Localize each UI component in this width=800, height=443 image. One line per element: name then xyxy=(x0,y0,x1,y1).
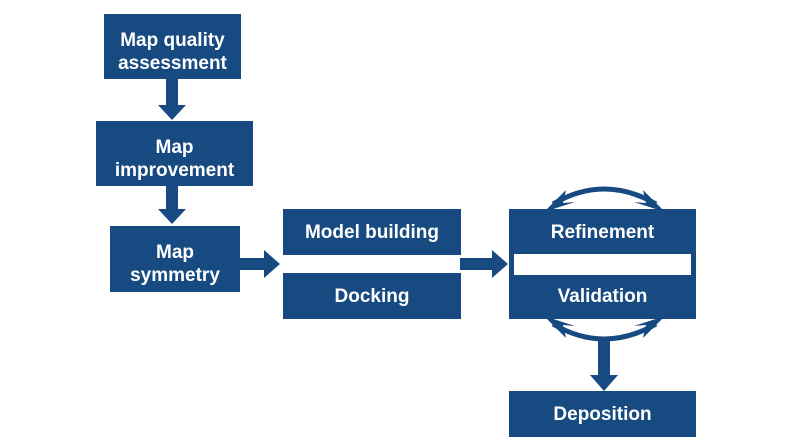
node-model-building[interactable]: Model building xyxy=(283,209,461,255)
node-label-map-symmetry-line1: Map xyxy=(156,242,194,263)
node-label-deposition: Deposition xyxy=(553,404,651,425)
node-label-map-improvement-line2: improvement xyxy=(115,160,235,181)
node-validation[interactable]: Validation xyxy=(509,275,696,319)
arrow-building-to-refinement xyxy=(460,250,508,278)
refinement-validation-separator xyxy=(514,254,691,275)
node-label-model-building: Model building xyxy=(305,222,439,243)
arrow-cycle-to-deposition xyxy=(590,340,618,391)
node-refinement[interactable]: Refinement xyxy=(509,209,696,254)
arrow-symmetry-to-building xyxy=(238,250,280,278)
arrow-refinement-validation-cycle-top xyxy=(544,186,665,212)
node-label-validation: Validation xyxy=(558,286,648,307)
node-label-map-quality-assessment-line2: assessment xyxy=(118,53,227,74)
arrow-improvement-to-symmetry xyxy=(158,186,186,224)
node-label-map-symmetry-line2: symmetry xyxy=(130,265,220,286)
node-label-map-improvement-line1: Map xyxy=(156,137,194,158)
node-deposition[interactable]: Deposition xyxy=(509,391,696,437)
node-label-refinement: Refinement xyxy=(551,222,655,243)
node-label-docking: Docking xyxy=(335,286,410,307)
node-map-improvement[interactable]: Map improvement xyxy=(96,121,253,186)
arrow-quality-to-improvement xyxy=(158,79,186,120)
node-map-symmetry[interactable]: Map symmetry xyxy=(110,226,240,292)
arrow-refinement-validation-cycle-bottom xyxy=(544,316,665,342)
node-docking[interactable]: Docking xyxy=(283,273,461,319)
node-map-quality-assessment[interactable]: Map quality assessment xyxy=(104,14,241,79)
node-label-map-quality-assessment-line1: Map quality xyxy=(120,30,225,51)
